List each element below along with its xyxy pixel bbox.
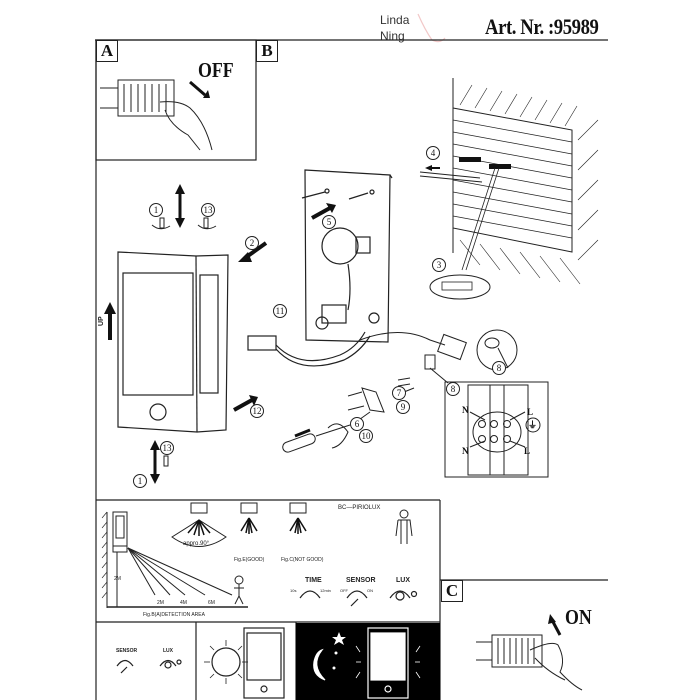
- section-label-b: B: [256, 40, 278, 62]
- product-code: BC—PIRIOLUX: [338, 505, 381, 511]
- off-instruction: OFF: [198, 58, 234, 82]
- mode-lux-label: LUX: [163, 648, 173, 654]
- step-2: 2: [245, 236, 259, 250]
- hand-icon: [529, 642, 583, 691]
- step-13-bottom: 13: [160, 441, 174, 455]
- section-label-a: A: [96, 40, 118, 62]
- lux-label: LUX: [396, 577, 410, 584]
- step-9: 9: [396, 400, 410, 414]
- brick-wall: [452, 78, 599, 285]
- fig-good-label: Fig.E(GOOD): [234, 557, 265, 563]
- step-7: 7: [392, 386, 406, 400]
- sun-icon: [211, 647, 241, 677]
- time-max: 12min: [320, 588, 331, 593]
- detection-area-caption: Fig.B(A)DETECTION AREA: [143, 612, 205, 618]
- step-8: 8: [446, 382, 460, 396]
- circuit-breaker-icon: [476, 634, 543, 668]
- step-6: 6: [350, 417, 364, 431]
- mounting-plate: [247, 169, 393, 367]
- neutral-label-top: N: [462, 405, 469, 415]
- section-label-c: C: [441, 580, 463, 602]
- live-label-bottom: L: [524, 446, 531, 456]
- step-12: 12: [250, 404, 264, 418]
- sensor-label: SENSOR: [346, 577, 376, 584]
- step-11: 11: [273, 304, 287, 318]
- mode-sensor-label: SENSOR: [116, 648, 138, 654]
- mount-height-label: 2M: [114, 576, 121, 582]
- distance-6m: 6M: [208, 600, 215, 606]
- sensor-max: ON: [367, 588, 373, 593]
- step-1-top: 1: [149, 203, 163, 217]
- step-4: 4: [426, 146, 440, 160]
- step-1-bottom: 1: [133, 474, 147, 488]
- live-label-top: L: [527, 407, 534, 417]
- arrow-down-icon: [189, 80, 206, 97]
- step-10: 10: [359, 429, 373, 443]
- on-instruction: ON: [565, 605, 592, 629]
- circuit-breaker-icon: [100, 79, 175, 117]
- drill-bit-detail: [429, 274, 491, 300]
- sensor-min: OFF: [340, 588, 348, 593]
- moon-icon: [313, 648, 326, 681]
- article-number: Art. Nr. :95989: [485, 14, 599, 39]
- step-8-detail: 8: [492, 361, 506, 375]
- step-3: 3: [432, 258, 446, 272]
- lamp-body: [117, 251, 229, 433]
- step-13-top: 13: [201, 203, 215, 217]
- hand-icon: [159, 101, 213, 151]
- distance-2m: 2M: [157, 600, 164, 606]
- time-label: TIME: [305, 577, 322, 584]
- star-icon: [332, 632, 346, 645]
- author-first-name: Linda: [380, 13, 410, 27]
- earth-icon: ⏚: [528, 420, 538, 430]
- neutral-label-bottom: N: [462, 446, 469, 456]
- distance-4m: 4M: [180, 600, 187, 606]
- angle-label: appro.90°: [183, 541, 210, 547]
- time-min: 10s: [290, 588, 297, 593]
- step-5: 5: [322, 215, 336, 229]
- fig-not-good-label: Fig.C(NOT GOOD): [281, 557, 324, 563]
